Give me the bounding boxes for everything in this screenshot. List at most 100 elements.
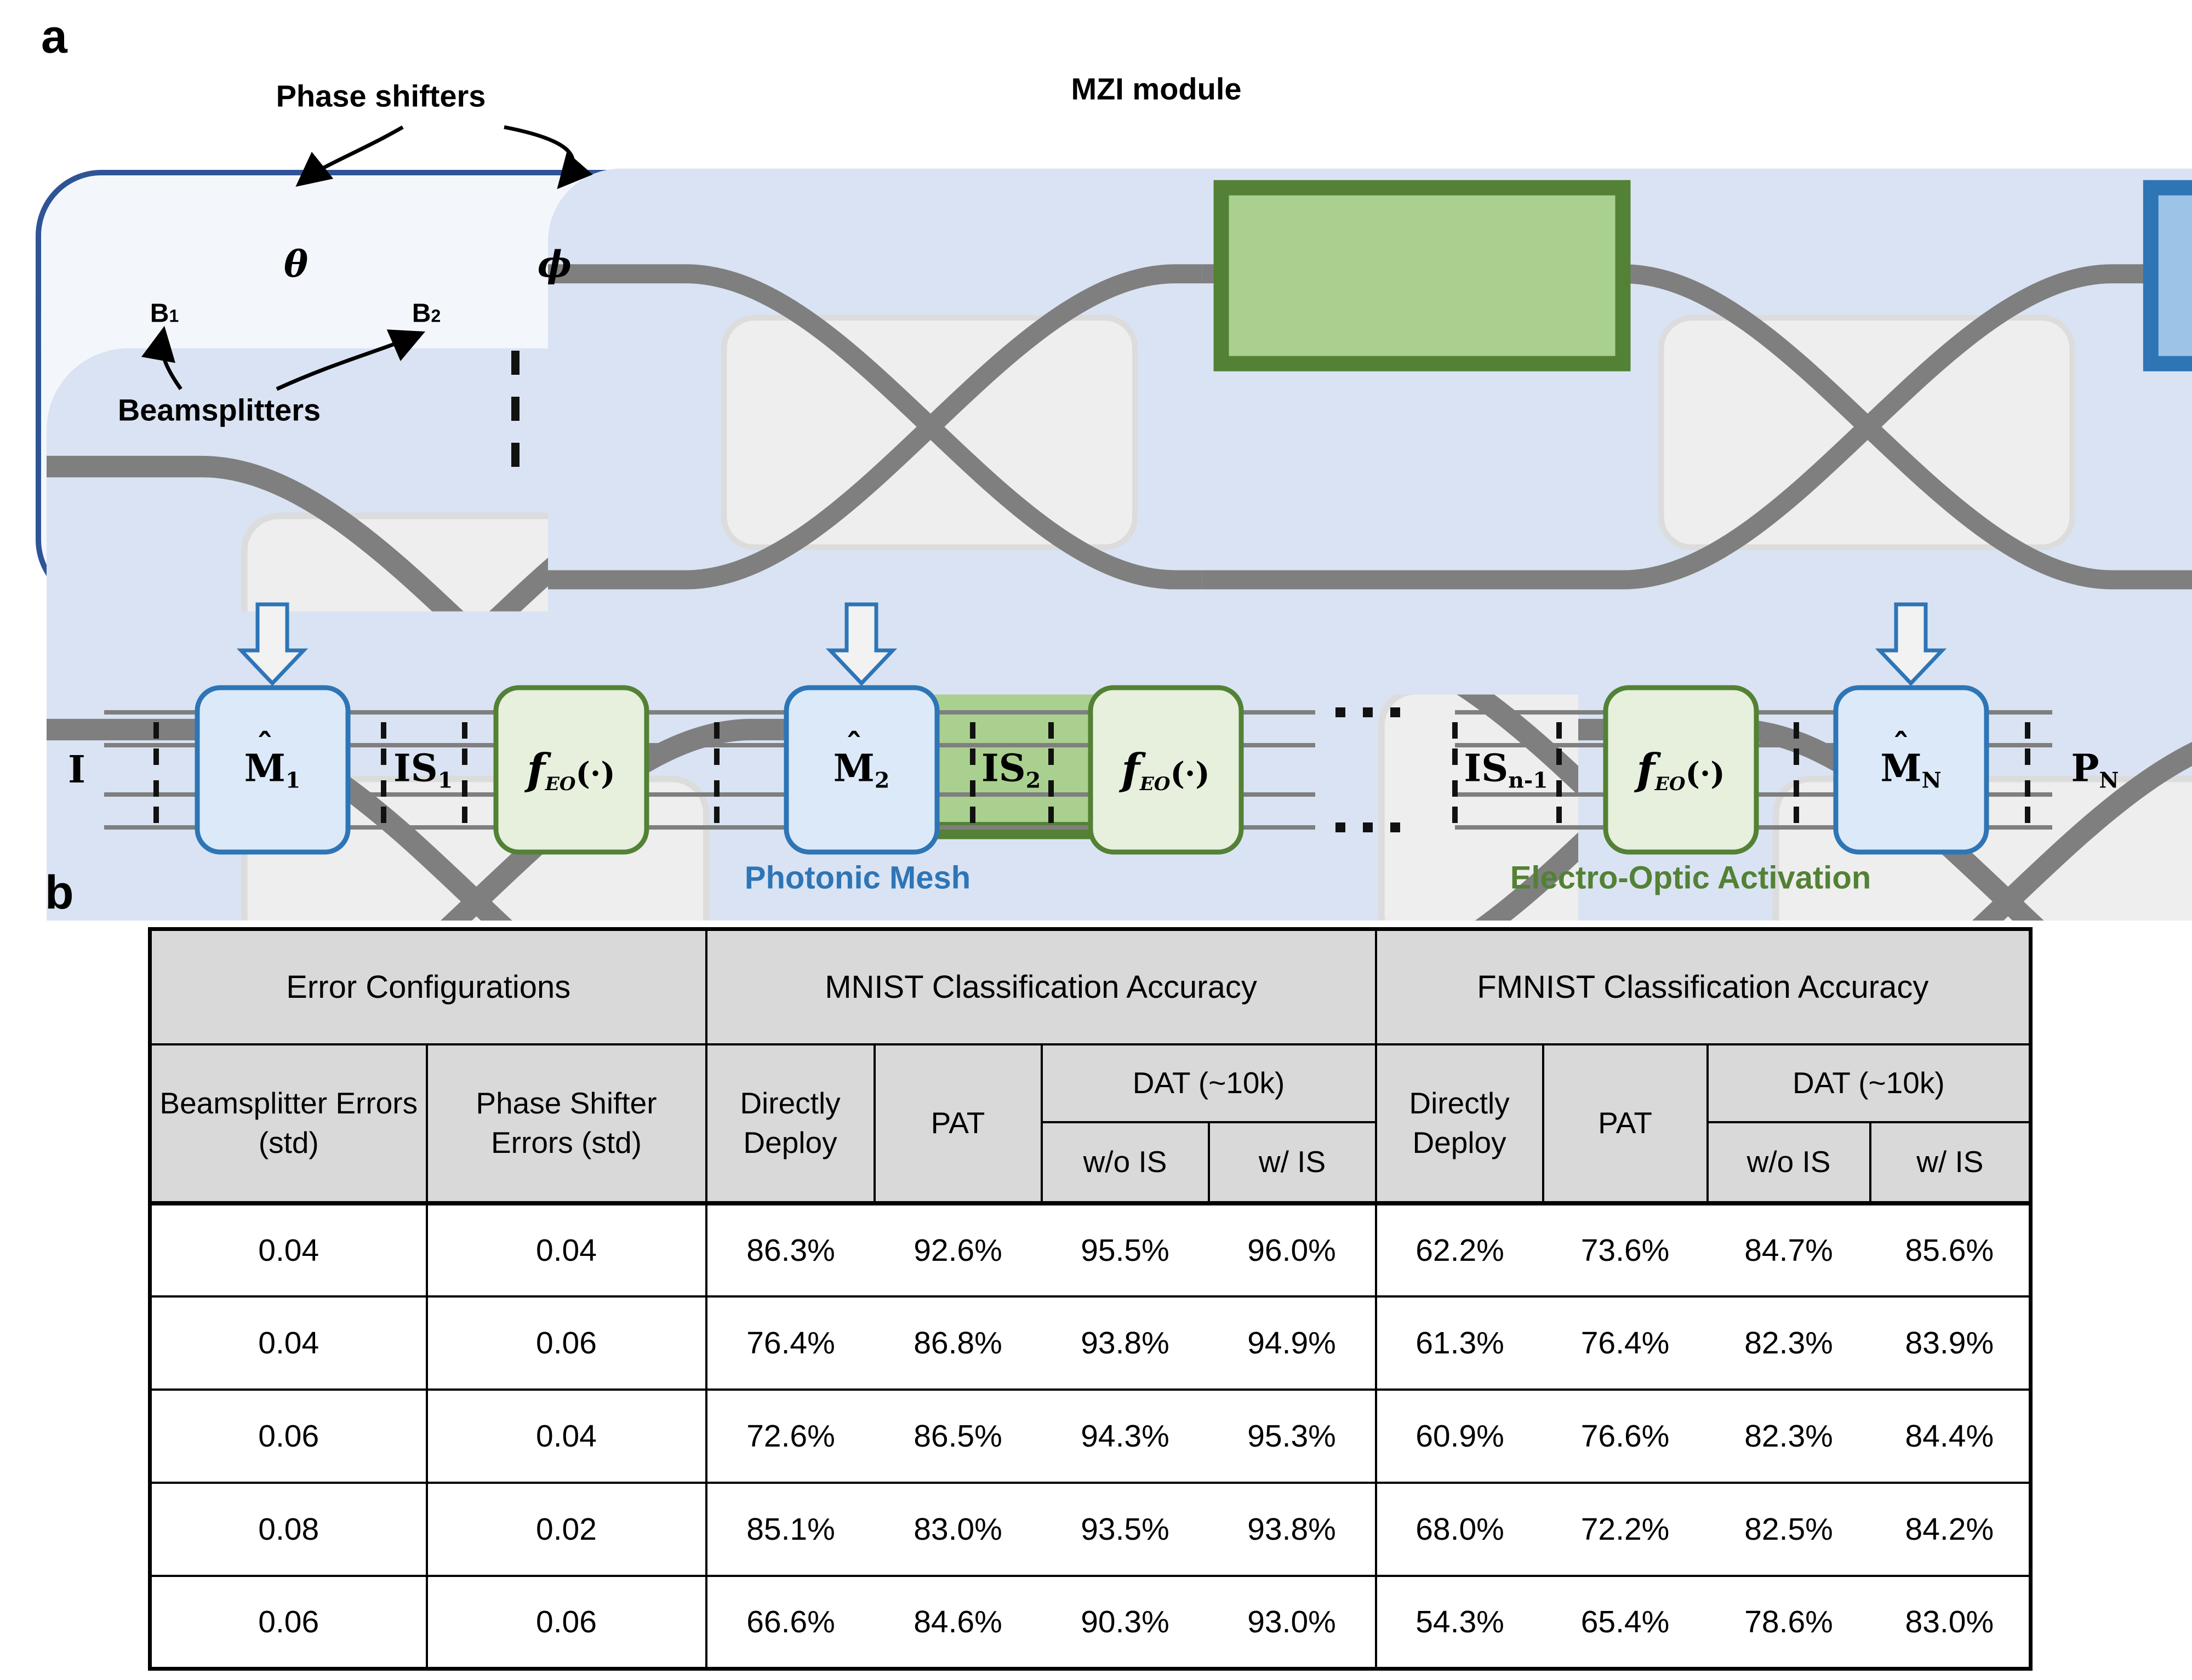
photonic-mesh-caption: Photonic Mesh: [744, 860, 971, 896]
table-cell: 93.0%: [1208, 1574, 1376, 1669]
table-cell: 0.06: [425, 1295, 706, 1390]
header-beamsplitter-errors: Beamsplitter Errors (std): [149, 1043, 428, 1204]
table-cell: 78.6%: [1707, 1574, 1870, 1669]
table-cell: 0.04: [150, 1295, 427, 1390]
table-cell: 84.7%: [1707, 1201, 1870, 1296]
header-fmnist-pat: PAT: [1542, 1043, 1709, 1204]
header-fmnist-wo-is: w/o IS: [1706, 1121, 1871, 1204]
table-cell: 96.0%: [1208, 1201, 1376, 1296]
mzi-module-standalone: [548, 169, 2192, 695]
arrow-to-theta-shifter: [295, 125, 404, 187]
down-block-arrows: [236, 602, 1947, 687]
chain-waveguides: [104, 710, 2052, 830]
arrow-to-phi-shifter: [504, 125, 593, 190]
activation-box-3: [1603, 685, 1759, 855]
b2-label: B2: [412, 299, 441, 328]
header-mnist-directly-deploy: Directly Deploy: [705, 1043, 876, 1204]
phase-shifters-label: Phase shifters: [276, 78, 486, 113]
mzi-module-label: MZI module: [1071, 71, 1242, 106]
table-cell: 84.2%: [1870, 1481, 2031, 1576]
phi-symbol: ϕ: [537, 243, 572, 285]
table-cell: 82.5%: [1707, 1481, 1870, 1576]
table-cell: 72.6%: [705, 1388, 875, 1483]
table-cell: 0.04: [425, 1388, 706, 1483]
panel-b-label: b: [45, 866, 74, 919]
table-cell: 85.6%: [1870, 1201, 2031, 1296]
table-cell: 83.0%: [874, 1481, 1042, 1576]
results-table: Error Configurations MNIST Classificatio…: [148, 927, 2033, 1671]
table-cell: 0.04: [425, 1201, 706, 1296]
table-cell: 60.9%: [1374, 1388, 1543, 1483]
activation-box-1: [493, 685, 649, 855]
table-cell: 83.0%: [1870, 1574, 2031, 1669]
table-cell: 94.3%: [1041, 1388, 1209, 1483]
table-row: 0.08 0.02 85.1% 83.0% 93.5% 93.8% 68.0% …: [150, 1481, 2031, 1576]
arrow-to-b1: [141, 325, 182, 391]
table-cell: 73.6%: [1543, 1201, 1708, 1296]
table-cell: 62.2%: [1374, 1201, 1543, 1296]
chain-dashed-separators: [153, 722, 2030, 823]
mesh-box-mn: [1833, 685, 1989, 855]
table-cell: 72.2%: [1543, 1481, 1708, 1576]
table-cell: 65.4%: [1543, 1574, 1708, 1669]
table-cell: 0.08: [150, 1481, 427, 1576]
table-cell: 0.04: [150, 1201, 427, 1296]
header-mnist-w-is: w/ IS: [1207, 1121, 1377, 1204]
header-fmnist-accuracy: FMNIST Classification Accuracy: [1374, 928, 2032, 1045]
table-row: 0.04 0.06 76.4% 86.8% 93.8% 94.9% 61.3% …: [150, 1295, 2031, 1390]
input-label: I: [68, 748, 85, 792]
table-cell: 61.3%: [1374, 1295, 1543, 1390]
header-fmnist-dat: DAT (~10k): [1706, 1043, 2032, 1123]
theta-symbol: θ: [283, 243, 309, 285]
table-cell: 0.06: [425, 1574, 706, 1669]
chain-ellipsis: [1335, 707, 1400, 832]
table-cell: 76.4%: [705, 1295, 875, 1390]
annotation-arrows: [141, 125, 593, 391]
table-cell: 95.5%: [1041, 1201, 1209, 1296]
table-row: 0.06 0.04 72.6% 86.5% 94.3% 95.3% 60.9% …: [150, 1388, 2031, 1483]
table-cell: 94.9%: [1208, 1295, 1376, 1390]
photonic-network-diagram: [36, 125, 2192, 921]
table-cell: 86.5%: [874, 1388, 1042, 1483]
table-cell: 82.3%: [1707, 1295, 1870, 1390]
feo1-label: fEO(·): [527, 745, 615, 795]
table-cell: 54.3%: [1374, 1574, 1543, 1669]
table-cell: 92.6%: [874, 1201, 1042, 1296]
header-phase-shifter-errors: Phase Shifter Errors (std): [425, 1043, 707, 1204]
table-cell: 66.6%: [705, 1574, 875, 1669]
arrow-to-b2: [276, 329, 426, 391]
table-row: 0.04 0.04 86.3% 92.6% 95.5% 96.0% 62.2% …: [150, 1201, 2031, 1296]
activation-box-2: [1088, 685, 1244, 855]
chain-boxes: [195, 685, 1989, 855]
table-cell: 0.06: [150, 1388, 427, 1483]
beamsplitters-label: Beamsplitters: [117, 392, 321, 427]
table-cell: 85.1%: [705, 1481, 875, 1576]
table-cell: 0.02: [425, 1481, 706, 1576]
table-cell: 93.8%: [1041, 1295, 1209, 1390]
table-cell: 68.0%: [1374, 1481, 1543, 1576]
table-cell: 84.4%: [1870, 1388, 2031, 1483]
mesh-box-m2: [784, 685, 940, 855]
table-cell: 90.3%: [1041, 1574, 1209, 1669]
mesh-box-m1: [195, 685, 351, 855]
table-cell: 0.06: [150, 1574, 427, 1669]
table-cell: 83.9%: [1870, 1295, 2031, 1390]
table-cell: 93.5%: [1041, 1481, 1209, 1576]
table-cell: 82.3%: [1707, 1388, 1870, 1483]
isn1-label: ISn-1: [1464, 746, 1548, 793]
b1-label: B1: [150, 299, 179, 328]
feo2-label: fEO(·): [1121, 745, 1210, 795]
table-cell: 86.3%: [705, 1201, 875, 1296]
header-mnist-accuracy: MNIST Classification Accuracy: [705, 928, 1377, 1045]
is1-label: IS1: [393, 746, 453, 793]
table-cell: 93.8%: [1208, 1481, 1376, 1576]
table-cell: 84.6%: [874, 1574, 1042, 1669]
table-cell: 76.6%: [1543, 1388, 1708, 1483]
table-cell: 76.4%: [1543, 1295, 1708, 1390]
header-mnist-dat: DAT (~10k): [1040, 1043, 1377, 1123]
header-mnist-wo-is: w/o IS: [1040, 1121, 1210, 1204]
feo3-label: fEO(·): [1636, 745, 1725, 795]
